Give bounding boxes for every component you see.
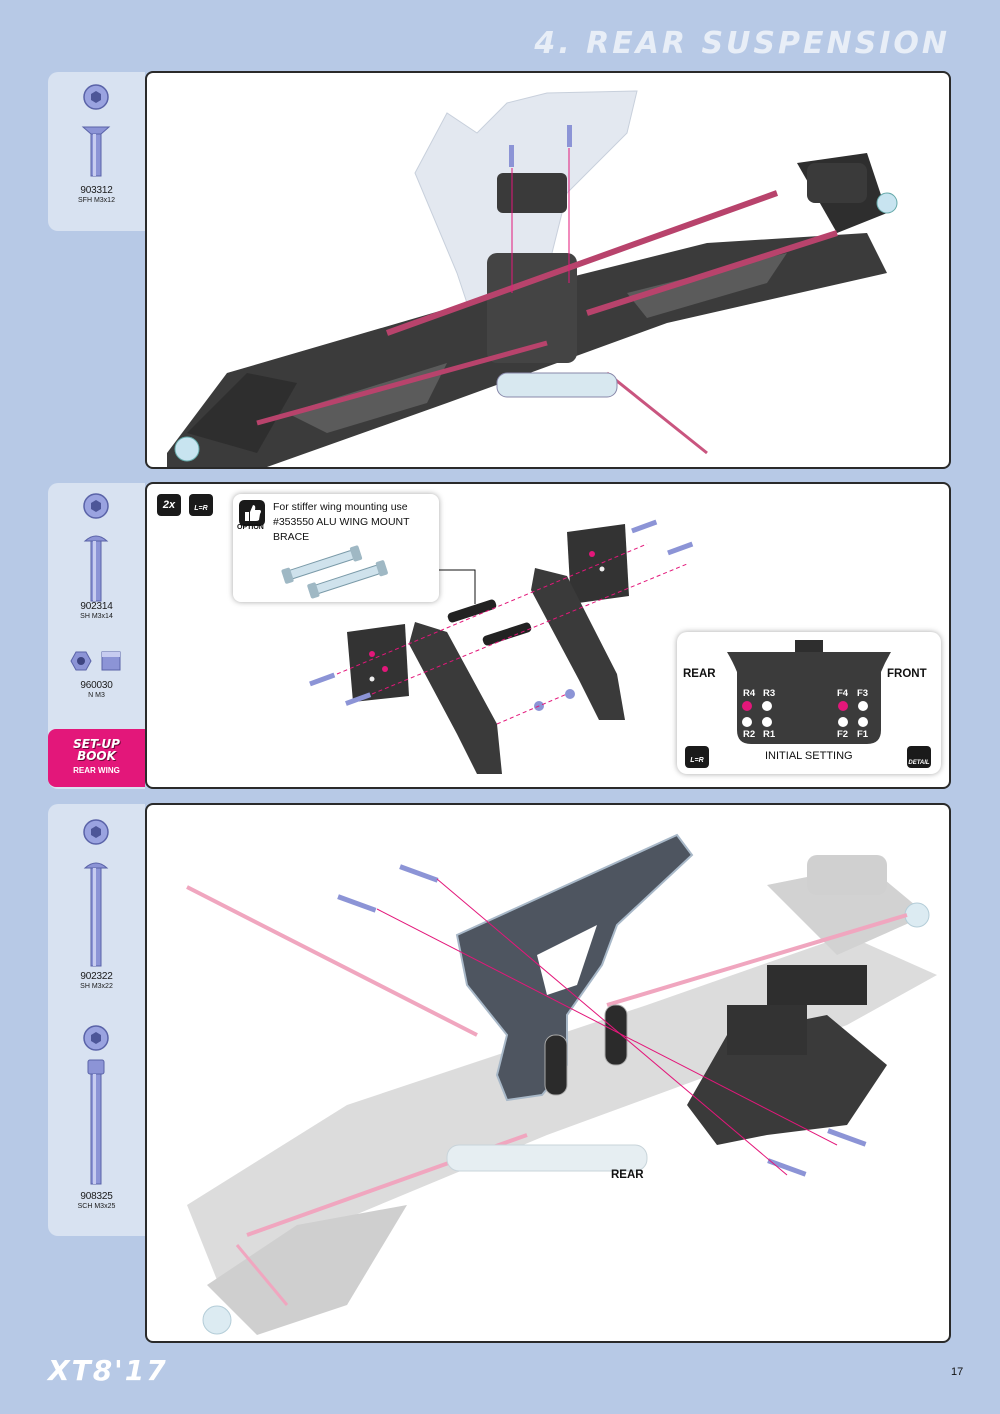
rear-label: REAR — [611, 1169, 644, 1181]
part-size: SCH M3x25 — [77, 1203, 116, 1210]
rear-suspension-assembly-illustration — [167, 90, 898, 467]
parts-panel-step1: 903312 SFH M3x12 — [48, 72, 145, 231]
option-line2: #353550 ALU WING MOUNT BRACE — [273, 516, 410, 543]
option-line1: For stiffer wing mounting use — [273, 501, 408, 513]
parts-panel-step3: 902322 SH M3x22 908325 SCH M3x25 — [48, 804, 145, 1236]
page-title: 4. REAR SUSPENSION — [534, 26, 950, 61]
hole-label-f3: F3 — [857, 688, 869, 699]
page-number: 17 — [951, 1366, 964, 1378]
detail-badge: DETAIL — [907, 746, 931, 768]
part-code: 902322 — [80, 971, 113, 982]
option-text: For stiffer wing mounting use #353550 AL… — [273, 500, 439, 545]
step-3-panel: REAR — [145, 803, 951, 1343]
hole-label-f2: F2 — [837, 729, 849, 740]
step-2-panel: 2x L=R OPTION For stiffer wing mounting … — [145, 482, 951, 789]
part-size: N M3 — [88, 692, 105, 699]
nut-icon-960030 — [70, 651, 121, 671]
thumbs-up-icon — [239, 500, 265, 526]
screw-icon-903312 — [81, 84, 111, 177]
screw-icon-902322 — [83, 819, 109, 967]
part-code: 908325 — [80, 1191, 113, 1202]
part-size: SH M3x14 — [80, 613, 113, 620]
lr-badge: L=R — [189, 494, 213, 516]
part-size: SH M3x22 — [80, 983, 113, 990]
setup-book-tag: SET-UP BOOK REAR WING — [48, 729, 145, 787]
screw-icon-908325 — [83, 1025, 109, 1185]
hole-label-r1: R1 — [763, 729, 776, 740]
setup-book-subtitle: REAR WING — [73, 766, 120, 775]
front-label: FRONT — [887, 668, 927, 680]
hole-markers — [742, 701, 868, 727]
hole-label-r2: R2 — [743, 729, 756, 740]
part-code: 903312 — [80, 185, 113, 196]
screw-icon-902314 — [83, 493, 109, 602]
lr-badge-setting: L=R — [685, 746, 709, 768]
hole-label-r3: R3 — [763, 688, 776, 699]
brand-logo: XT8'17 — [48, 1354, 168, 1387]
option-box: OPTION For stiffer wing mounting use #35… — [233, 494, 439, 602]
part-size: SFH M3x12 — [78, 197, 115, 204]
wing-mount-installation-illustration — [186, 833, 937, 1335]
alu-brace-illustration — [281, 545, 388, 599]
quantity-badge: 2x — [157, 494, 181, 516]
initial-setting-label: INITIAL SETTING — [765, 750, 853, 762]
rear-label: REAR — [683, 668, 716, 680]
initial-setting-box: REAR FRONT R4 R3 R2 R1 F4 F3 F2 F1 L=R I… — [677, 632, 941, 774]
hole-label-f4: F4 — [837, 688, 849, 699]
part-code: 960030 — [80, 680, 113, 691]
hole-label-r4: R4 — [743, 688, 756, 699]
setup-book-title: SET-UP BOOK — [73, 737, 120, 763]
hole-label-f1: F1 — [857, 729, 869, 740]
step-1-panel — [145, 71, 951, 469]
wing-mount-exploded-illustration — [309, 519, 694, 774]
option-label: OPTION — [237, 524, 264, 531]
part-code: 902314 — [80, 601, 113, 612]
